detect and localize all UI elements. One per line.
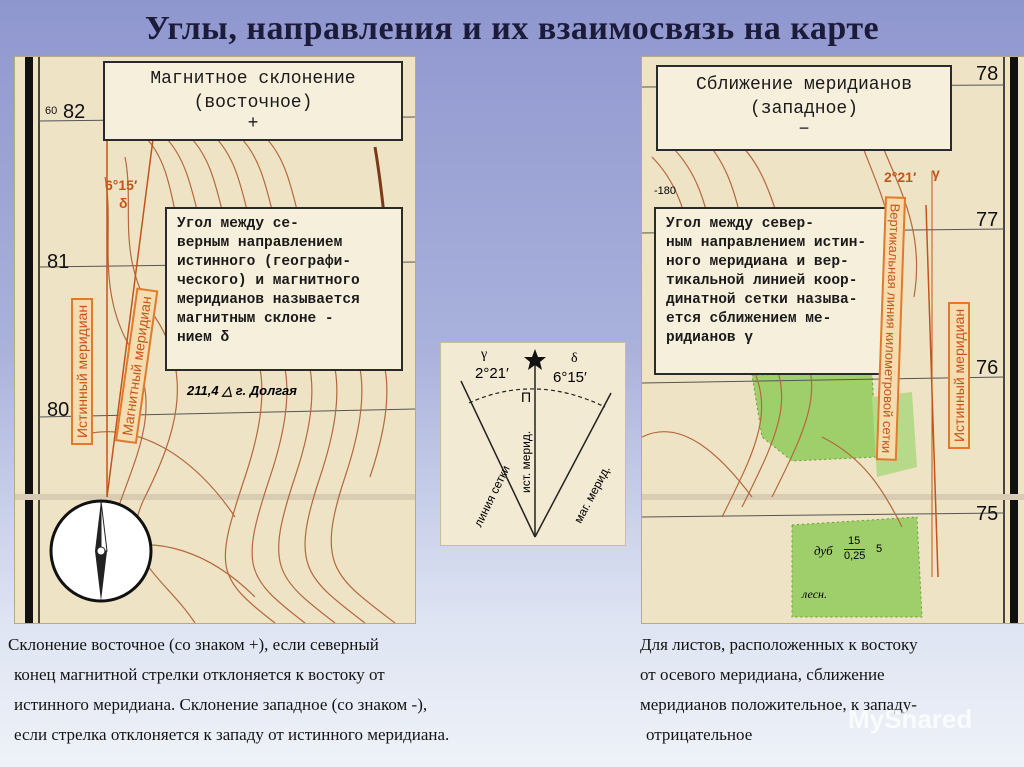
right-caption-line: меридианов положительное, к западу-	[640, 695, 917, 714]
right-contour-label: -180	[654, 185, 677, 197]
left-info-text: Угол между се- верным направлением истин…	[167, 209, 401, 354]
left-grid-prefix: 60	[45, 105, 58, 117]
left-vlabel-true-meridian: Истинный меридиан	[71, 297, 93, 445]
left-info-line: магнитным склоне -	[177, 311, 334, 327]
left-caption-line: конец магнитной стрелки отклоняется к во…	[14, 665, 385, 684]
right-info-line: ным направлением истин-	[666, 235, 867, 251]
left-grid-label-82: 82	[63, 101, 86, 123]
left-info-line: Угол между се-	[177, 216, 299, 232]
right-info-line: ридианов γ	[666, 330, 754, 346]
left-caption-line: истинного меридиана. Склонение западное …	[14, 695, 428, 714]
left-angle-symbol: δ	[119, 195, 128, 211]
left-grid-label-80: 80	[47, 399, 70, 421]
right-forest-num3: 5	[876, 543, 883, 555]
center-diagram-drawing	[460, 349, 612, 538]
left-height-label: 211,4 △ г. Долгая	[187, 383, 297, 398]
left-grid-label-81: 81	[47, 251, 70, 273]
left-header-line2: (восточное)	[193, 93, 313, 113]
right-grid-label-76: 76	[976, 357, 999, 379]
left-header-box: Магнитное склонение (восточное) +	[103, 61, 403, 141]
right-info-line: Угол между север-	[666, 216, 814, 232]
right-forest-label: дуб	[814, 543, 833, 558]
right-caption-line: отрицательное	[646, 725, 753, 744]
center-line-true: ист. мерид.	[519, 430, 533, 493]
right-lesn-label: лесн.	[802, 587, 827, 601]
right-forest-num: 15	[848, 535, 861, 547]
left-header-line1: Магнитное склонение	[150, 69, 356, 89]
left-caption-line: если стрелка отклоняется к западу от ист…	[14, 725, 450, 744]
right-caption-line: Для листов, расположенных к востоку	[640, 635, 918, 654]
left-info-line: нием δ	[177, 330, 230, 346]
left-info-line: меридианов называется	[177, 292, 360, 308]
right-header-box: Сближение меридианов (западное) −	[656, 65, 952, 151]
right-angle-symbol: γ	[932, 165, 940, 181]
page-title: Углы, направления и их взаимосвязь на ка…	[144, 10, 880, 47]
left-info-line: истинного (географи-	[177, 254, 352, 270]
right-grid-label-75: 75	[976, 503, 999, 525]
right-map-drawing	[642, 57, 1024, 623]
center-gamma: γ	[481, 347, 488, 362]
right-vlabel-true-meridian: Истинный меридиан	[948, 301, 970, 449]
right-header-line2: (западное)	[749, 99, 859, 119]
right-info-text: Угол между север- ным направлением истин…	[656, 209, 896, 354]
center-p-label: П	[521, 389, 532, 405]
right-info-line: ется сближением ме-	[666, 311, 832, 327]
right-grid-label-77: 77	[976, 209, 999, 231]
right-angle-label: 2°21′	[884, 169, 917, 185]
left-map: Магнитное склонение (восточное) + 60 82 …	[14, 56, 416, 624]
right-header-sign: −	[798, 120, 810, 140]
right-caption: Для листов, расположенных к востоку от о…	[640, 630, 1020, 750]
center-gamma-value: 2°21′	[475, 365, 509, 382]
center-delta: δ	[571, 351, 578, 366]
right-info-line: тикальной линией коор-	[666, 273, 858, 289]
left-map-drawing	[15, 57, 415, 623]
center-delta-value: 6°15′	[553, 369, 587, 386]
right-caption-line: от осевого меридиана, сближение	[640, 665, 885, 684]
right-grid-label-78: 78	[976, 63, 999, 85]
right-info-line: динатной сетки называ-	[666, 292, 858, 308]
left-header-sign: +	[247, 114, 259, 134]
right-forest-num2: 0,25	[844, 549, 866, 562]
right-map: Сближение меридианов (западное) − 78 77 …	[641, 56, 1024, 624]
right-header-line1: Сближение меридианов	[695, 75, 913, 95]
right-info-box: Угол между север- ным направлением истин…	[654, 207, 898, 375]
left-angle-label: 6°15′	[105, 177, 138, 193]
watermark: MyShared	[848, 704, 973, 734]
center-diagram: γ δ 2°21′ 6°15′ П линия сетки ист. мерид…	[440, 342, 626, 546]
left-info-line: ческого) и магнитного	[177, 273, 360, 289]
left-caption: Склонение восточное (со знаком +), если …	[8, 630, 618, 750]
left-info-line: верным направлением	[177, 235, 343, 251]
left-info-box: Угол между се- верным направлением истин…	[165, 207, 403, 371]
left-caption-line: Склонение восточное (со знаком +), если …	[8, 635, 379, 654]
right-info-line: ного меридиана и вер-	[666, 254, 849, 270]
